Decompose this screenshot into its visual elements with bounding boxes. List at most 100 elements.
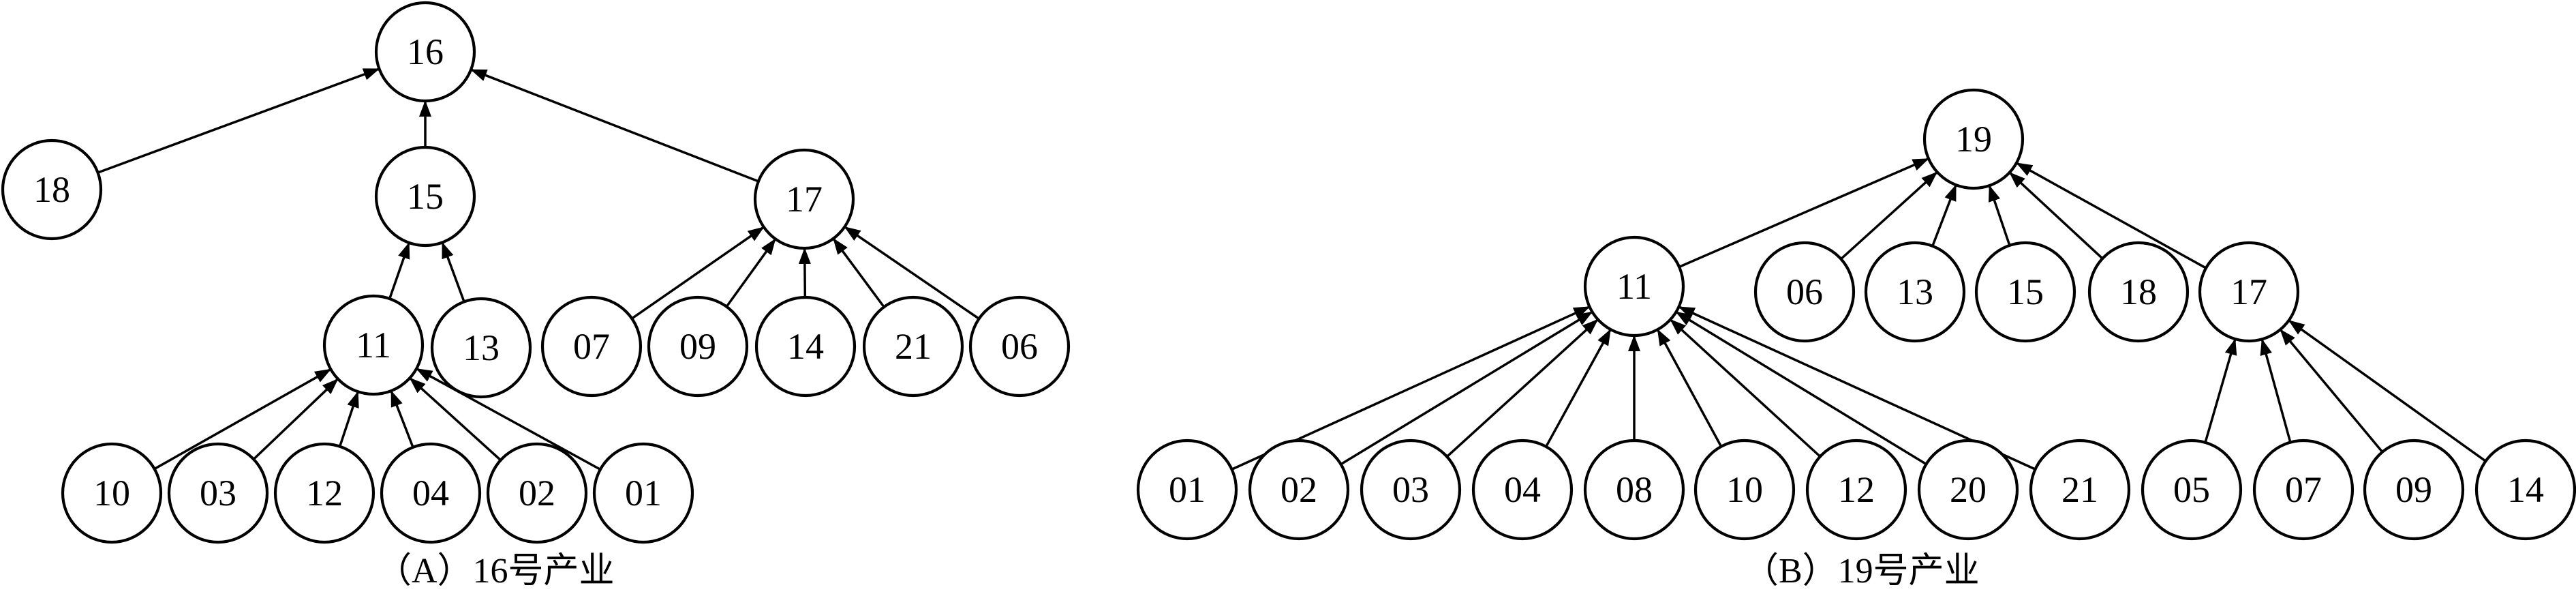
node-b-02: 02 xyxy=(1248,439,1350,541)
edge-a-17-to-16 xyxy=(470,68,759,183)
node-circle xyxy=(486,442,588,544)
node-a-17: 17 xyxy=(753,148,855,250)
node-a-10: 10 xyxy=(61,442,163,544)
node-label: 09 xyxy=(679,326,716,367)
node-circle xyxy=(1805,439,1907,541)
node-b-19: 19 xyxy=(1922,88,2025,190)
node-circle xyxy=(1753,241,1856,343)
edge-b-05-to-17 xyxy=(2204,338,2237,443)
node-circle xyxy=(1974,241,2076,343)
node-b-12: 12 xyxy=(1805,439,1907,541)
node-label: 03 xyxy=(1392,469,1429,510)
edge-b-03-to-11 xyxy=(1446,318,1599,458)
node-circle xyxy=(374,1,476,103)
nodes-layer: 16 18 15 17 11 13 07 09 14 21 06 10 03 12 04 02 01 19 11 06… xyxy=(1,1,2576,544)
node-label: 17 xyxy=(2230,271,2267,312)
node-a-03: 03 xyxy=(167,442,269,544)
node-label: 04 xyxy=(1504,469,1541,510)
edge-a-10-to-11 xyxy=(153,368,332,471)
node-circle xyxy=(1471,439,1574,541)
node-a-04: 04 xyxy=(380,442,482,544)
node-circle xyxy=(430,297,532,399)
node-label: 14 xyxy=(787,326,824,367)
node-b-01: 01 xyxy=(1136,439,1238,541)
node-circle xyxy=(647,295,749,398)
node-b-08: 08 xyxy=(1583,439,1685,541)
node-circle xyxy=(592,442,694,544)
node-label: 11 xyxy=(1616,266,1652,307)
node-label: 06 xyxy=(1001,326,1038,367)
edge-b-06-to-19 xyxy=(1840,171,1938,261)
node-label: 15 xyxy=(407,176,444,217)
node-label: 14 xyxy=(2507,469,2544,510)
node-label: 11 xyxy=(356,325,391,366)
node-label: 18 xyxy=(33,169,70,210)
node-circle xyxy=(61,442,163,544)
node-b-05: 05 xyxy=(2141,439,2243,541)
edge-a-01-to-11 xyxy=(416,368,601,471)
node-circle xyxy=(1922,88,2025,190)
node-label: 17 xyxy=(786,179,823,220)
edge-b-07-to-17 xyxy=(2260,338,2292,443)
node-circle xyxy=(2363,439,2465,541)
node-circle xyxy=(1,138,103,241)
node-circle xyxy=(1360,439,1462,541)
edge-b-17-to-19 xyxy=(2016,162,2207,269)
node-a-02: 02 xyxy=(486,442,588,544)
node-b-13: 13 xyxy=(1864,241,1966,343)
node-circle xyxy=(2474,439,2576,541)
edge-a-02-to-11 xyxy=(409,377,502,462)
node-label: 19 xyxy=(1955,119,1992,160)
edge-a-06-to-17 xyxy=(844,226,980,320)
edge-a-12-to-11 xyxy=(339,391,359,447)
edge-a-13-to-15 xyxy=(441,241,465,303)
node-label: 18 xyxy=(2120,271,2157,312)
edge-b-04-to-11 xyxy=(1545,329,1612,447)
node-label: 07 xyxy=(573,326,610,367)
node-a-01: 01 xyxy=(592,442,694,544)
node-label: 01 xyxy=(1169,469,1206,510)
node-circle xyxy=(1583,235,1685,338)
node-label: 03 xyxy=(200,473,236,514)
node-b-10: 10 xyxy=(1693,439,1796,541)
node-circle xyxy=(540,295,643,398)
edge-a-04-to-11 xyxy=(390,390,414,448)
node-b-03: 03 xyxy=(1360,439,1462,541)
node-label: 04 xyxy=(412,473,449,514)
node-label: 15 xyxy=(2007,271,2044,312)
node-label: 21 xyxy=(2061,469,2098,510)
edge-a-09-to-17 xyxy=(725,238,776,308)
edge-b-02-to-11 xyxy=(1340,311,1593,466)
node-circle xyxy=(1693,439,1796,541)
node-a-14: 14 xyxy=(754,295,857,398)
node-circle xyxy=(2087,241,2190,343)
node-b-15: 15 xyxy=(1974,241,2076,343)
edge-b-09-to-17 xyxy=(2280,329,2384,453)
node-label: 02 xyxy=(519,473,555,514)
node-a-13: 13 xyxy=(430,297,532,399)
edge-a-11-to-15 xyxy=(388,242,410,299)
node-a-07: 07 xyxy=(540,295,643,398)
node-b-20: 20 xyxy=(1917,439,2019,541)
node-circle xyxy=(1864,241,1966,343)
node-circle xyxy=(380,442,482,544)
edge-a-14-to-17 xyxy=(798,247,811,298)
node-label: 10 xyxy=(93,473,130,514)
node-a-06: 06 xyxy=(968,295,1071,398)
edge-b-12-to-11 xyxy=(1670,318,1822,458)
edge-b-11-to-19 xyxy=(1678,158,1929,268)
node-circle xyxy=(968,295,1071,398)
node-b-04: 04 xyxy=(1471,439,1574,541)
node-b-17: 17 xyxy=(2198,241,2300,343)
node-a-16: 16 xyxy=(374,1,476,103)
node-circle xyxy=(753,148,855,250)
edge-b-20-to-11 xyxy=(1675,311,1927,466)
node-circle xyxy=(2252,439,2355,541)
node-circle xyxy=(167,442,269,544)
node-label: 09 xyxy=(2395,469,2432,510)
node-b-06: 06 xyxy=(1753,241,1856,343)
node-circle xyxy=(1917,439,2019,541)
node-circle xyxy=(273,442,375,544)
node-circle xyxy=(2029,439,2131,541)
